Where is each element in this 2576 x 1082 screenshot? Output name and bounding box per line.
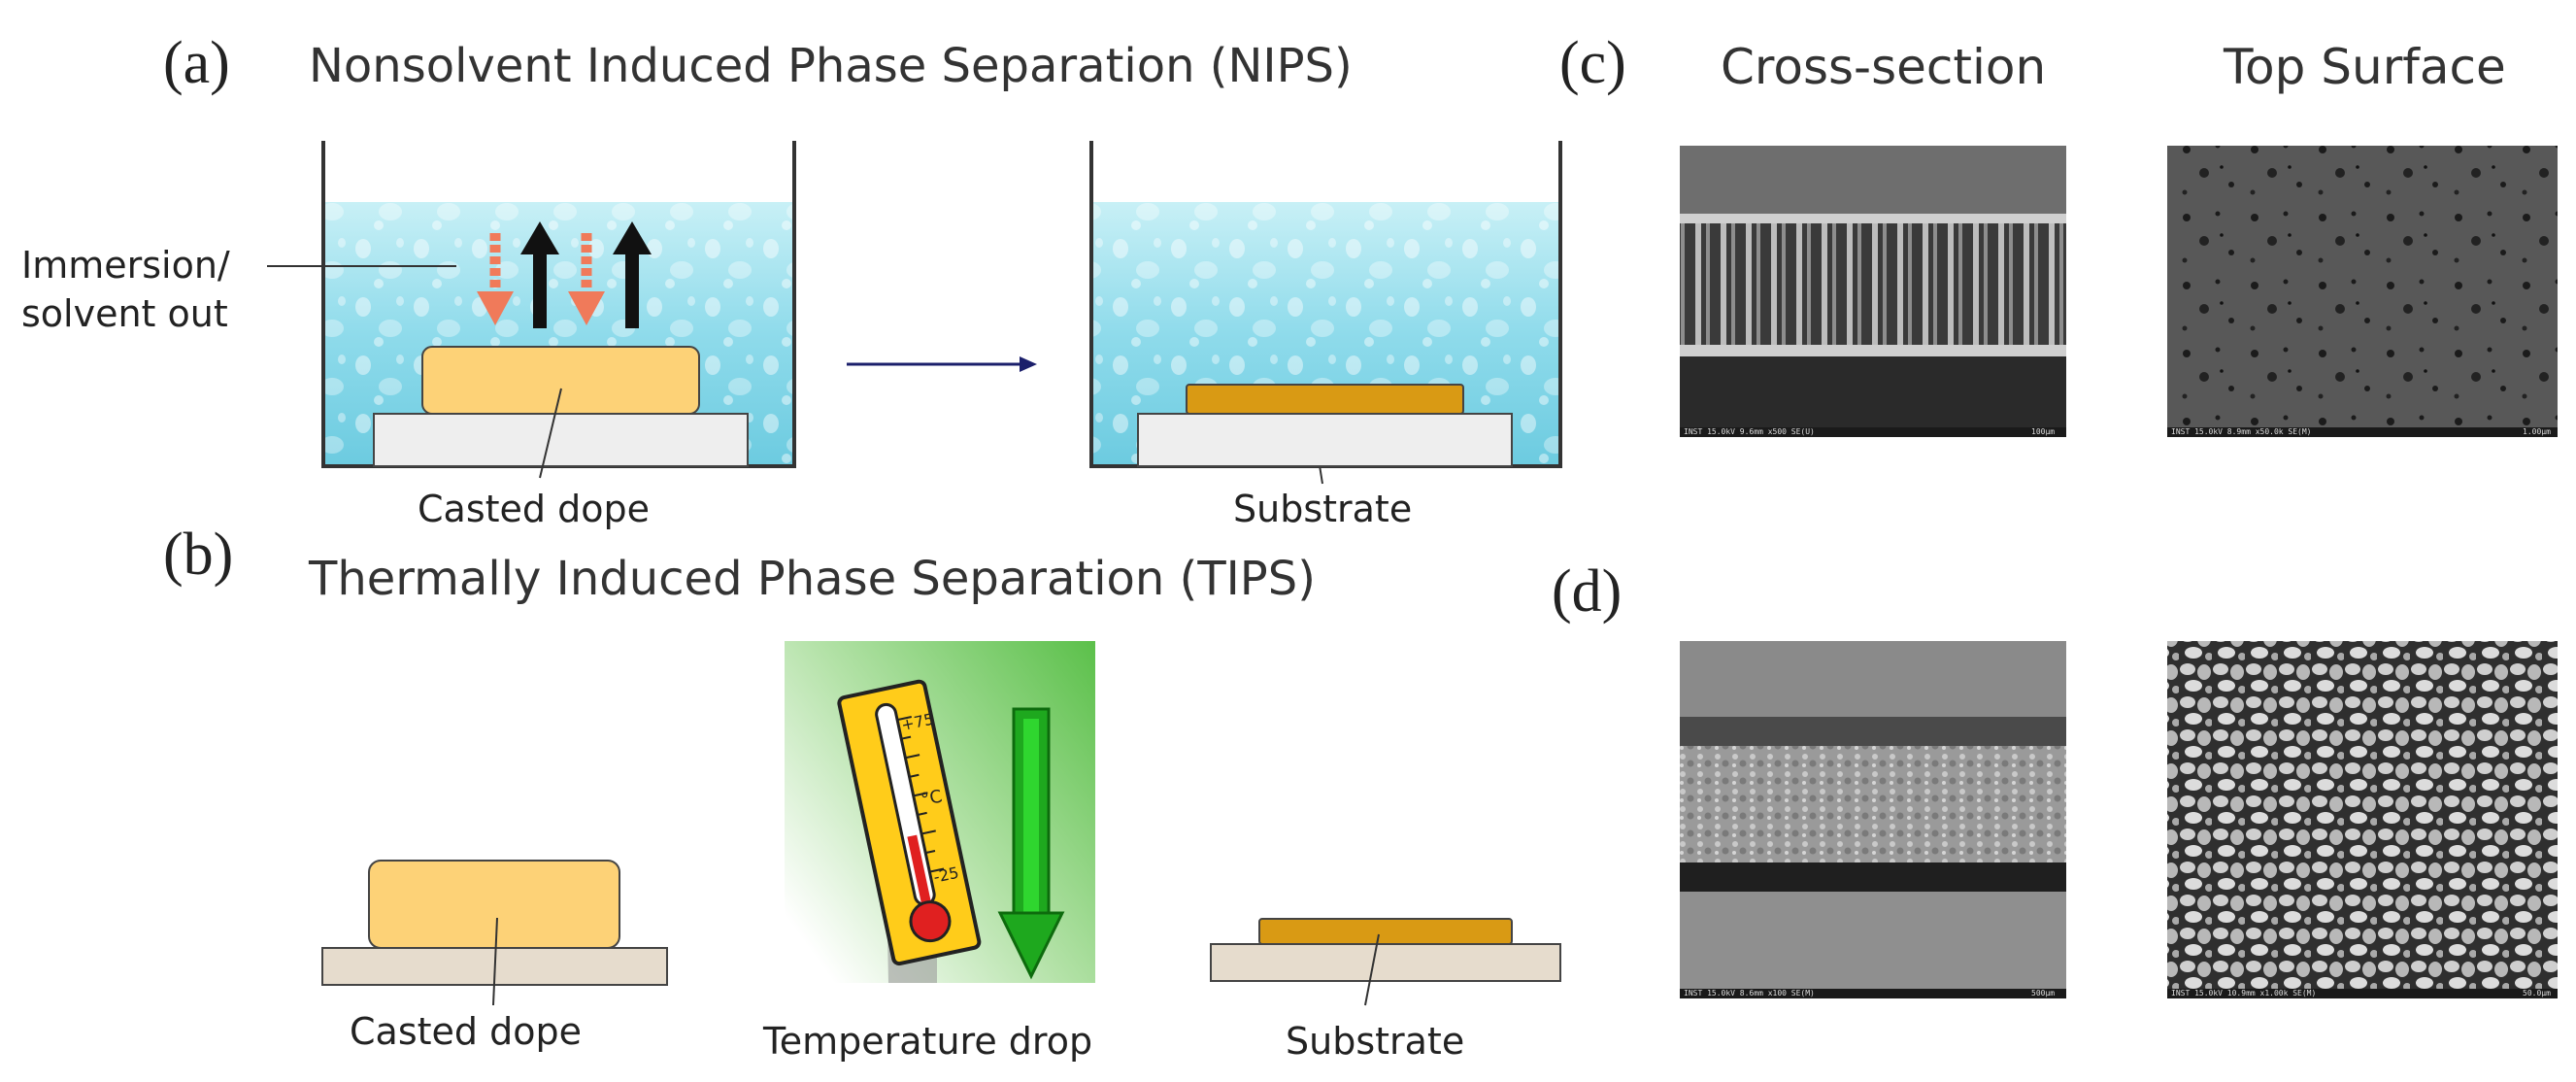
label-casted-dope-a: Casted dope xyxy=(418,488,650,530)
nips-membrane xyxy=(1186,384,1464,415)
solvent-out-arrows xyxy=(520,221,652,328)
leader-substrate-b xyxy=(1364,933,1380,1006)
sem-d-top-surface xyxy=(2167,641,2558,998)
red-arrow-1 xyxy=(477,233,514,325)
red-arrow-2 xyxy=(568,233,605,325)
sem-d-top-caption: INST 15.0kV 10.9mm x1.00k SE(M) xyxy=(2171,989,2317,997)
leader-casted-b xyxy=(492,917,498,1006)
temperature-drop-graphic: +75 °C -25 xyxy=(785,641,1095,983)
sem-d-top-scale: 50.0μm xyxy=(2523,989,2551,997)
panel-letter-c: (c) xyxy=(1559,30,1626,96)
tips-before xyxy=(321,860,668,1006)
panel-title-tips: Thermally Induced Phase Separation (TIPS… xyxy=(309,552,1316,606)
nips-beaker-before xyxy=(321,141,796,468)
column-header-top-surface: Top Surface xyxy=(2224,39,2506,95)
tips-membrane xyxy=(1258,918,1513,945)
nips-beaker-after xyxy=(1089,141,1562,468)
panel-title-nips: Nonsolvent Induced Phase Separation (NIP… xyxy=(309,39,1353,93)
nips-casted-dope xyxy=(421,346,700,415)
sem-c-cross-caption: INST 15.0kV 9.6mm x500 SE(U) xyxy=(1684,427,1815,436)
sem-d-cross-caption: INST 15.0kV 8.6mm x100 SE(M) xyxy=(1684,989,1815,997)
solvent-in-arrows xyxy=(477,233,605,325)
nips-substrate-after xyxy=(1137,413,1513,467)
tips-after xyxy=(1210,918,1561,1006)
panel-letter-a: (a) xyxy=(163,30,230,96)
thermo-unit-label: °C xyxy=(920,787,944,811)
tips-casted-dope xyxy=(368,860,620,949)
thermometer-icon: +75 °C -25 xyxy=(837,679,982,966)
black-arrow-1 xyxy=(520,221,559,328)
sem-c-top-surface xyxy=(2167,146,2558,437)
label-substrate-a: Substrate xyxy=(1233,488,1413,530)
label-immersion: Immersion/ solvent out xyxy=(21,244,230,335)
label-casted-dope-b: Casted dope xyxy=(350,1010,582,1053)
sem-c-top-caption: INST 15.0kV 8.9mm x50.0k SE(M) xyxy=(2171,427,2312,436)
process-arrow xyxy=(847,356,1037,372)
nips-substrate-before xyxy=(373,413,749,467)
tips-substrate-after xyxy=(1210,943,1561,982)
green-down-arrow xyxy=(997,707,1065,980)
panel-letter-b: (b) xyxy=(163,522,234,588)
sem-c-top-scale: 1.00μm xyxy=(2523,427,2551,436)
leader-casted-a xyxy=(539,388,562,479)
label-temperature-drop: Temperature drop xyxy=(763,1020,1093,1063)
sem-c-cross-section xyxy=(1680,146,2066,437)
panel-letter-d: (d) xyxy=(1552,558,1623,625)
black-arrow-2 xyxy=(613,221,652,328)
sem-d-cross-scale: 500μm xyxy=(2031,989,2056,997)
sem-c-cross-scale: 100μm xyxy=(2031,427,2056,436)
label-substrate-b: Substrate xyxy=(1286,1020,1465,1063)
column-header-cross-section: Cross-section xyxy=(1721,39,2047,95)
sem-d-cross-section xyxy=(1680,641,2066,998)
